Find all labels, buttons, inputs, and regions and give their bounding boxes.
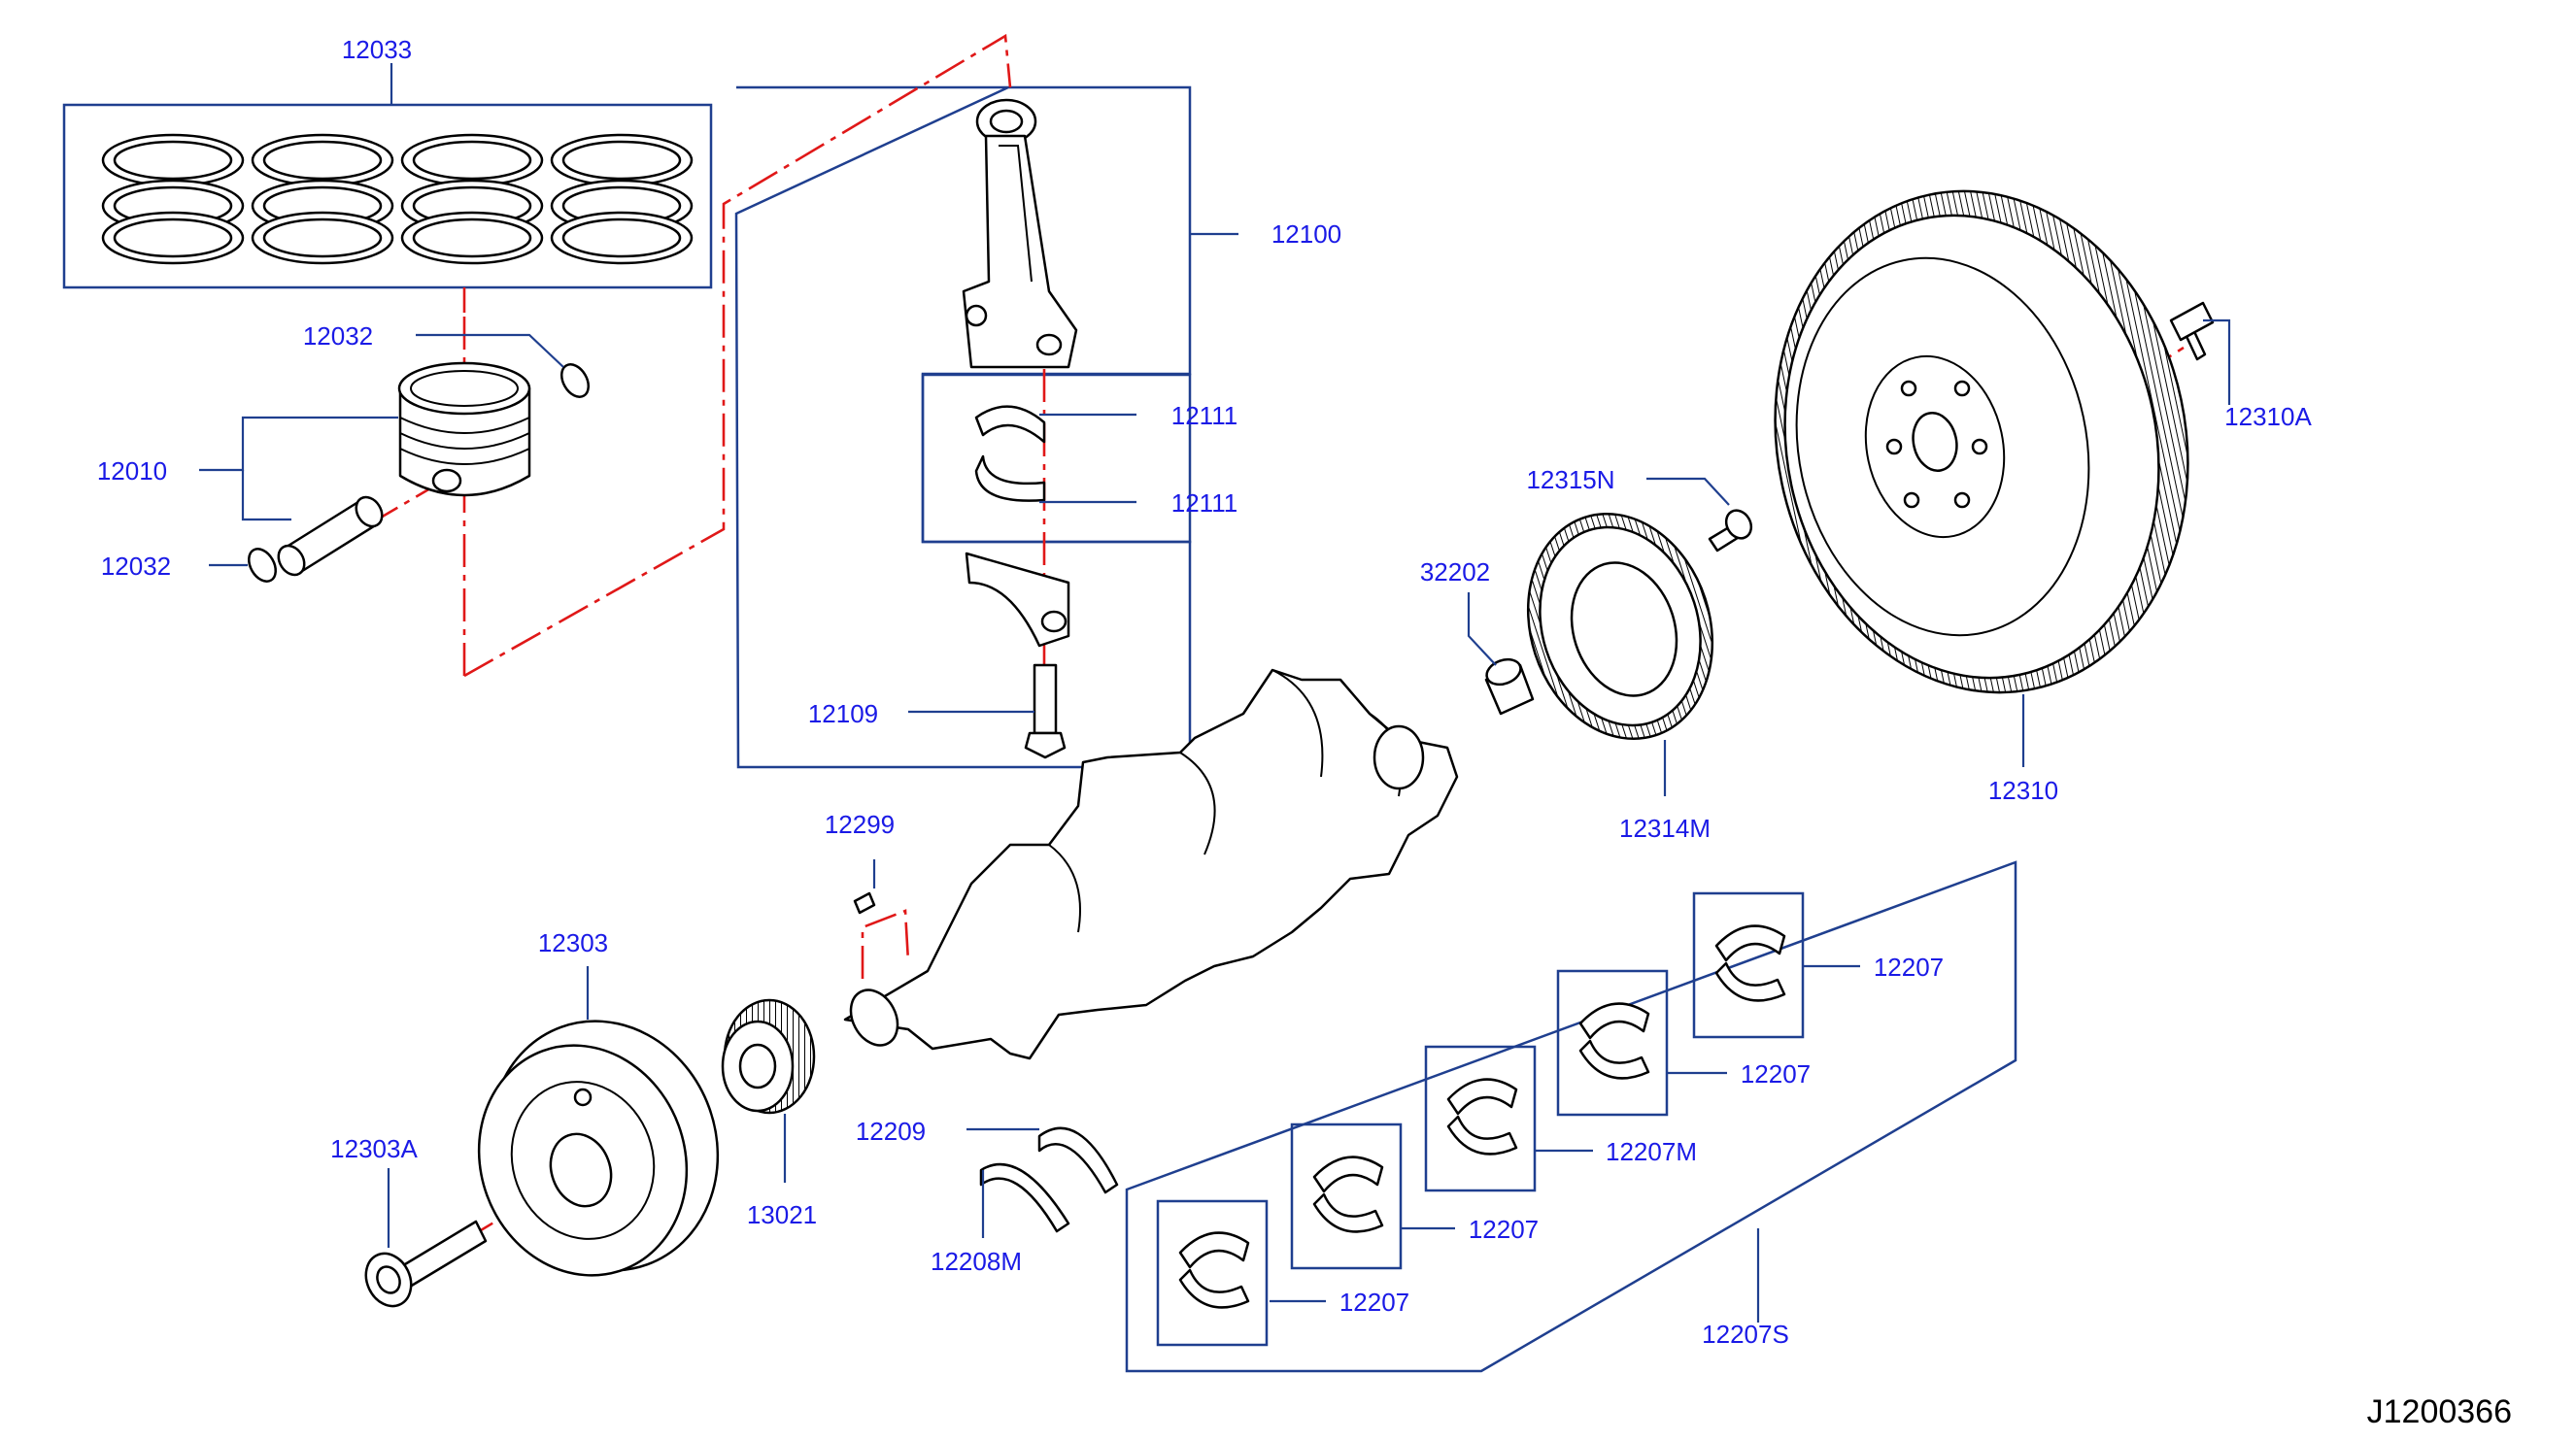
callout-12207S: 12207S [1702, 1320, 1789, 1349]
callout-12303A: 12303A [330, 1134, 418, 1163]
center-line-piston-frame [463, 33, 1012, 678]
callout-12207-bearing-1: 12207 [1339, 1288, 1409, 1317]
callout-12010: 12010 [97, 456, 167, 486]
callout-12207-bearing-2: 12207 [1469, 1215, 1539, 1244]
main-bearing-frame-2 [1290, 1123, 1403, 1270]
flywheel-illustration [1774, 189, 2189, 694]
connecting-rod-frame [734, 85, 1192, 769]
piston-ring-stack-1 [101, 133, 245, 265]
callout-13021: 13021 [747, 1200, 817, 1229]
callout-12207M: 12207M [1606, 1137, 1697, 1166]
diagram-id: J1200366 [2367, 1393, 2512, 1430]
main-bearing-frame-4 [1556, 969, 1669, 1117]
callout-12111-lower: 12111 [1171, 488, 1237, 518]
clip-illustration-lower [248, 548, 277, 583]
callout-12207-bearing-5: 12207 [1874, 953, 1944, 982]
rod-cap-illustration [965, 552, 1070, 648]
callout-12207-bearing-4: 12207 [1741, 1059, 1811, 1089]
main-bearing-frame-3 [1424, 1045, 1537, 1192]
callout-12314M: 12314M [1619, 814, 1711, 843]
callout-12032-lower: 12032 [101, 552, 171, 581]
callout-12209: 12209 [856, 1117, 926, 1146]
callout-12100: 12100 [1271, 219, 1341, 249]
crank-sprocket-illustration [721, 998, 816, 1115]
connecting-rod-illustration [962, 98, 1078, 369]
piston-rings-illustration [101, 133, 694, 265]
plate-bolt-illustration [1708, 509, 1753, 553]
pilot-bushing-illustration [1484, 657, 1535, 716]
callout-12033: 12033 [342, 35, 412, 64]
thrust-washer-illustration [979, 1126, 1119, 1233]
callout-12310A: 12310A [2224, 402, 2312, 431]
rod-bearing-upper-illustration [974, 405, 1046, 444]
group-leaders [199, 63, 2231, 1323]
pulley-bolt-illustration [364, 1220, 488, 1308]
signal-plate-illustration [1526, 512, 1714, 741]
callout-32202: 32202 [1420, 557, 1490, 586]
main-bearing-set-frame [1125, 860, 2017, 1373]
callout-12303: 12303 [538, 928, 608, 957]
rod-bolt-illustration [1024, 663, 1067, 759]
piston-ring-stack-4 [550, 133, 694, 265]
callout-12310: 12310 [1988, 776, 2058, 805]
main-bearing-frame-1 [1156, 1199, 1269, 1347]
crank-pulley-illustration [477, 1020, 720, 1277]
woodruff-key-illustration [853, 891, 876, 915]
main-bearing-illustrations [1178, 924, 1786, 1309]
callout-12109: 12109 [808, 699, 878, 728]
piston-pin-illustration [277, 495, 384, 577]
clip-illustration-upper [560, 363, 590, 398]
rod-bearing-lower-illustration [974, 454, 1046, 502]
main-bearing-frame-5 [1692, 891, 1805, 1039]
callout-12111-upper: 12111 [1171, 401, 1237, 430]
callout-12032-upper: 12032 [303, 321, 373, 351]
piston-ring-stack-3 [400, 133, 544, 265]
callout-12315N: 12315N [1526, 465, 1614, 494]
crankshaft-illustration [843, 668, 1459, 1060]
group-frames [62, 85, 2017, 1373]
center-line-key-bracket [861, 909, 910, 979]
rod-bearing-frame [921, 373, 1192, 544]
piston-ring-set-frame [62, 103, 713, 289]
callout-12299: 12299 [825, 810, 895, 839]
piston-illustration [397, 361, 531, 497]
piston-ring-stack-2 [251, 133, 394, 265]
callout-12208M: 12208M [931, 1247, 1022, 1276]
flywheel-bolt-illustration [2169, 301, 2215, 361]
group-callouts: 12033 12032 12010 12032 12100 12111 1211… [97, 35, 2512, 1430]
